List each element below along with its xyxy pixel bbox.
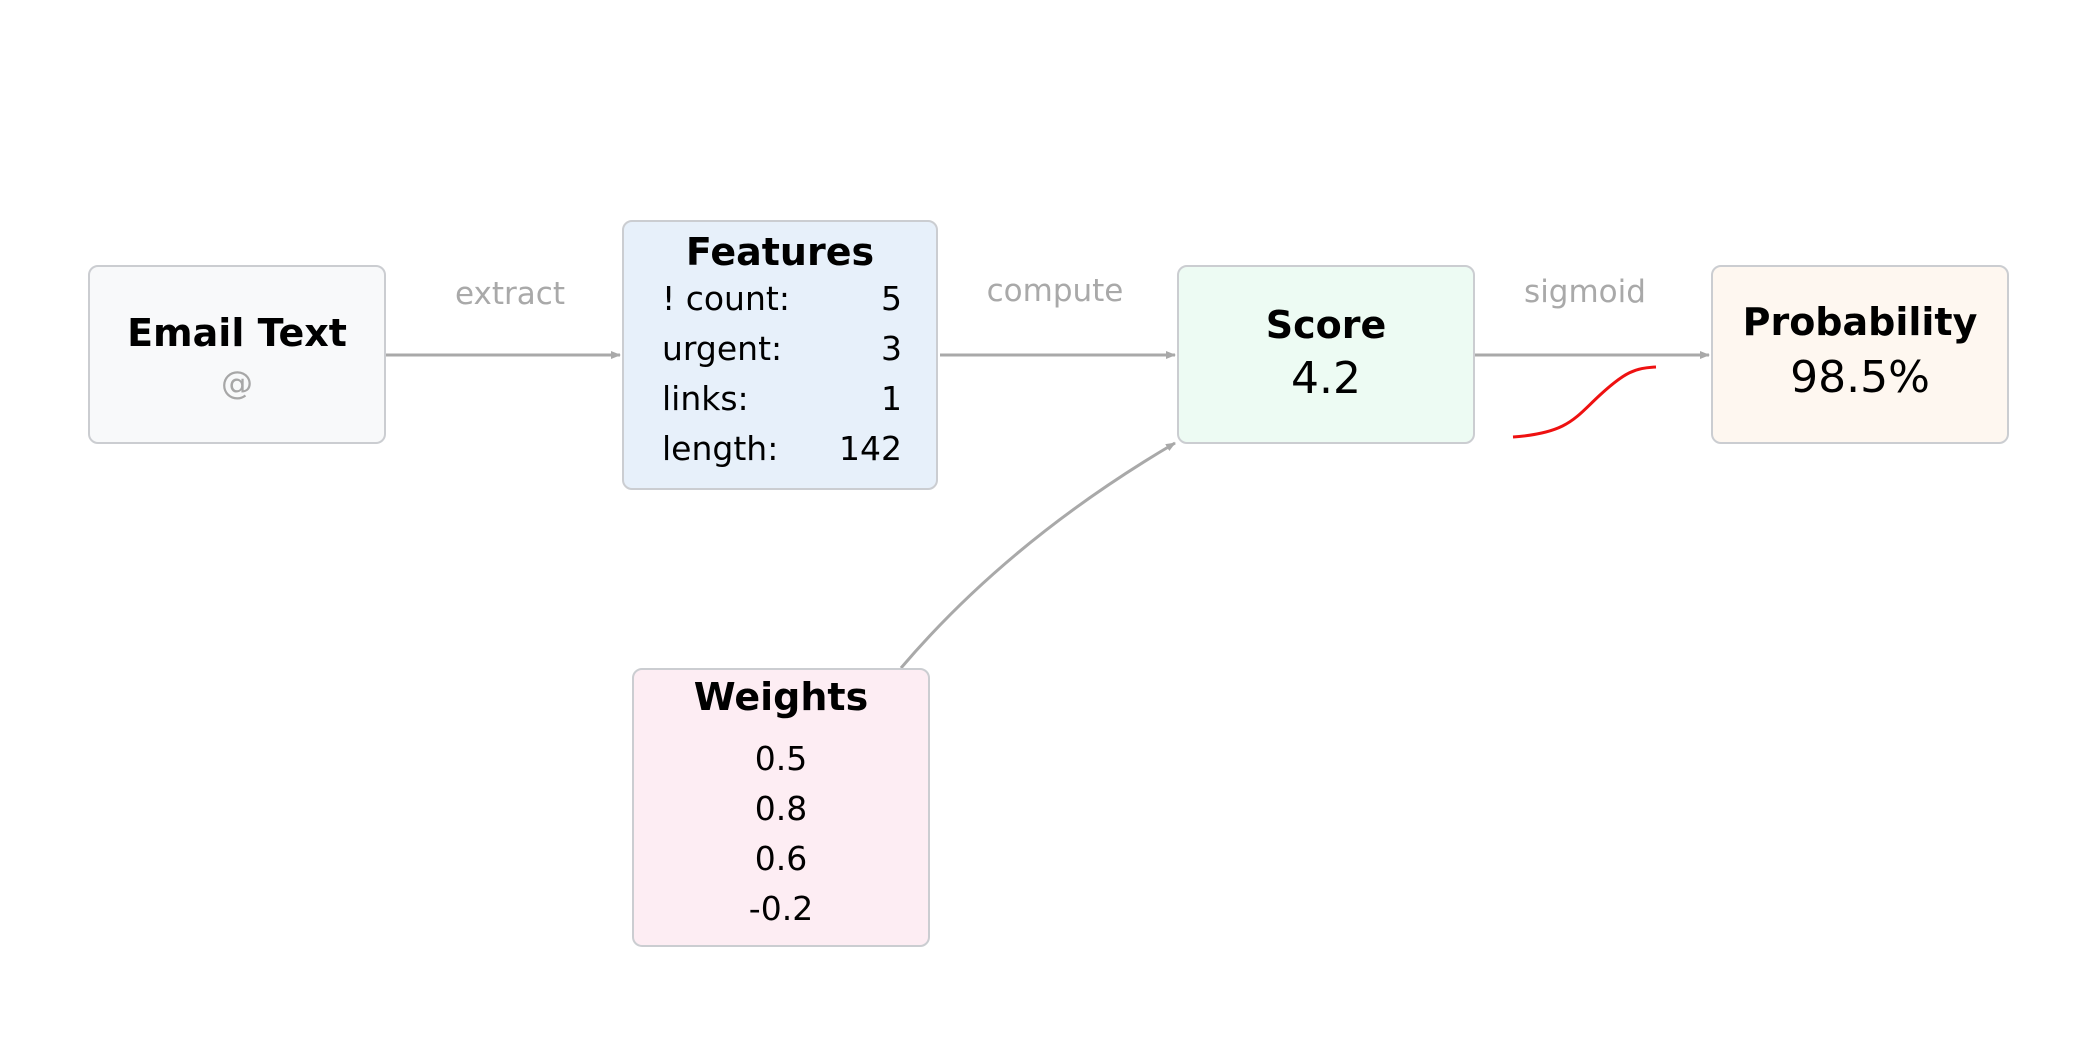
feature-row-exclamation-count: ! count: 5 (662, 274, 902, 324)
score-title: Score (1265, 303, 1387, 347)
weights-node: Weights 0.5 0.8 0.6 -0.2 (632, 668, 930, 947)
score-node: Score 4.2 (1177, 265, 1475, 444)
feature-value: 142 (839, 429, 902, 468)
edge-label-extract: extract (455, 276, 565, 312)
weight-value: -0.2 (748, 889, 814, 928)
feature-row-links: links: 1 (662, 374, 902, 424)
at-sign-icon: @ (221, 364, 253, 402)
feature-label: links: (662, 379, 749, 418)
edge-label-sigmoid: sigmoid (1524, 274, 1646, 310)
feature-label: length: (662, 429, 779, 468)
feature-label: ! count: (662, 279, 790, 318)
score-value: 4.2 (1291, 353, 1361, 404)
sigmoid-curve-icon (1512, 365, 1657, 439)
weight-value: 0.5 (754, 739, 808, 778)
feature-value: 3 (881, 329, 902, 368)
weights-title: Weights (693, 675, 869, 719)
probability-value: 98.5% (1790, 352, 1930, 403)
feature-value: 5 (881, 279, 902, 318)
weight-value: 0.6 (754, 839, 808, 878)
probability-node: Probability 98.5% (1711, 265, 2009, 444)
features-title: Features (685, 230, 875, 274)
email-text-node: Email Text @ (88, 265, 386, 444)
feature-row-urgent: urgent: 3 (662, 324, 902, 374)
feature-label: urgent: (662, 329, 783, 368)
feature-value: 1 (881, 379, 902, 418)
weight-value: 0.8 (754, 789, 808, 828)
edge-label-compute: compute (986, 273, 1124, 309)
arrow-weights-to-score (899, 441, 1176, 669)
probability-title: Probability (1742, 300, 1978, 344)
email-text-title: Email Text (127, 311, 347, 355)
feature-row-length: length: 142 (662, 424, 902, 474)
features-node: Features ! count: 5 urgent: 3 links: 1 l… (622, 220, 938, 490)
